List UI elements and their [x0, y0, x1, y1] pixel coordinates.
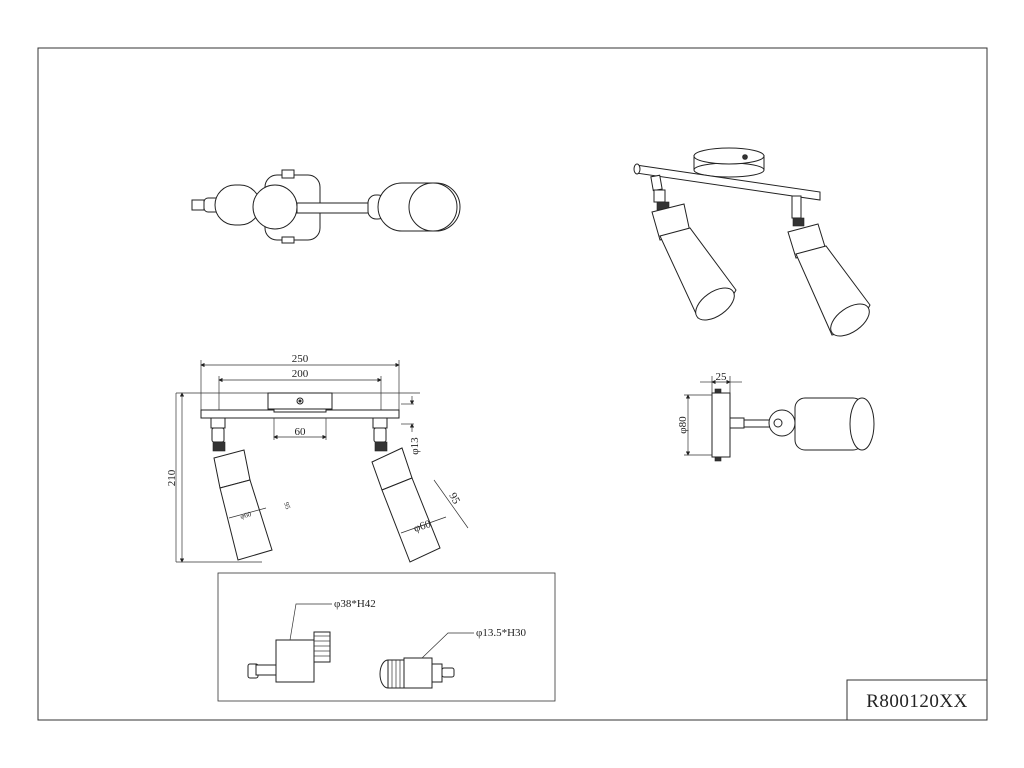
dim-overall-height: 210 — [166, 469, 178, 486]
front-view: 250 200 60 210 φ60 95 — [166, 353, 469, 563]
dim-shade-length-right: 95 — [446, 491, 462, 507]
perspective-view — [633, 147, 871, 337]
dim-overall-width: 250 — [292, 353, 309, 365]
dim-canopy-width: 200 — [292, 368, 309, 380]
model-number: R800120XX — [866, 691, 968, 712]
label-connector: φ13.5*H30 — [476, 627, 527, 639]
dim-shade-length-left: 95 — [282, 501, 292, 511]
title-block: R800120XX — [846, 679, 988, 721]
dim-canopy-depth: 60 — [295, 426, 307, 438]
label-socket: φ38*H42 — [334, 598, 376, 610]
dim-shade-diameter-left: φ60 — [239, 510, 252, 521]
dim-canopy-thickness: 25 — [716, 371, 728, 383]
dim-arm-diameter: φ13 — [409, 437, 421, 455]
top-view — [191, 169, 461, 244]
dim-canopy-diameter: φ80 — [677, 416, 689, 434]
side-view: 25 φ80 — [677, 371, 875, 462]
drawing-frame — [37, 47, 988, 721]
detail-frame — [217, 572, 556, 702]
dim-shade-diameter-right: φ60 — [412, 518, 433, 535]
detail-view: φ38*H42 φ13.5*H30 — [217, 572, 556, 702]
